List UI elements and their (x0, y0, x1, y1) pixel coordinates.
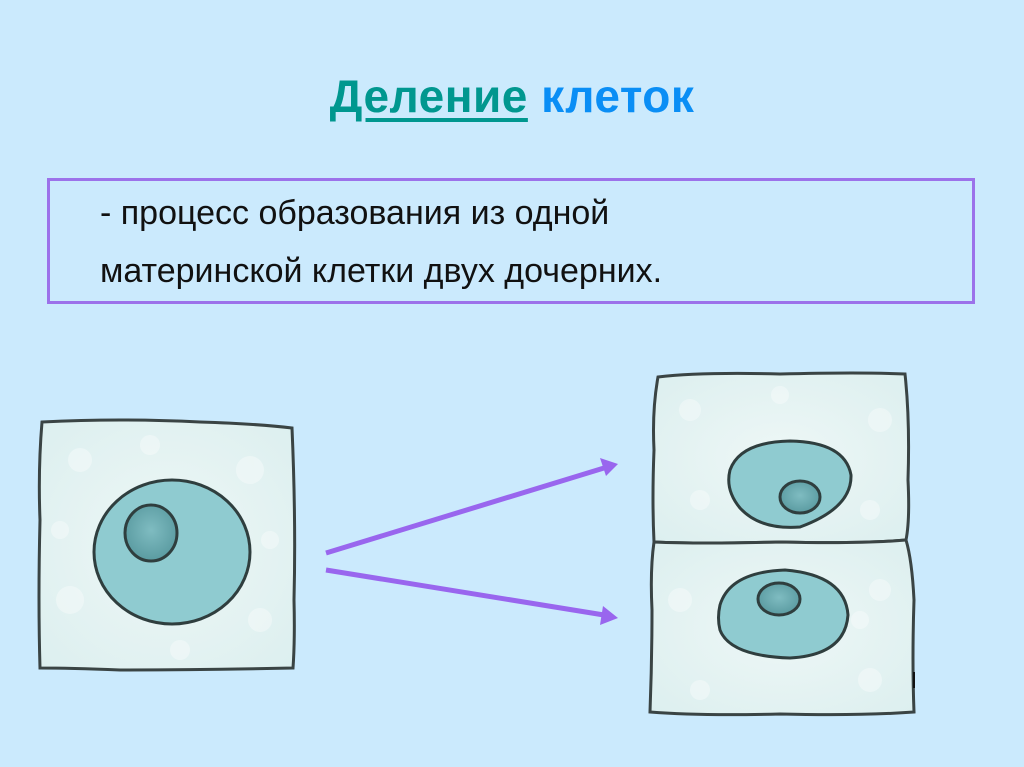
title-word-division: Деление (329, 70, 528, 122)
daughter-cell-bottom-icon (648, 538, 916, 717)
mother-cell-icon (37, 418, 297, 672)
daughter-cell-top-icon (651, 371, 911, 545)
title-word-cells: клеток (541, 70, 695, 122)
arrow-up-right-icon (325, 458, 618, 556)
definition-line-1: - процесс образования из одной (100, 194, 610, 232)
arrow-down-right-icon (325, 567, 618, 625)
definition-line-2: материнской клетки двух дочерних. (100, 252, 663, 290)
slide-title: Деление клеток (0, 66, 1024, 126)
definition-box: - процесс образования из одной материнск… (47, 178, 975, 304)
